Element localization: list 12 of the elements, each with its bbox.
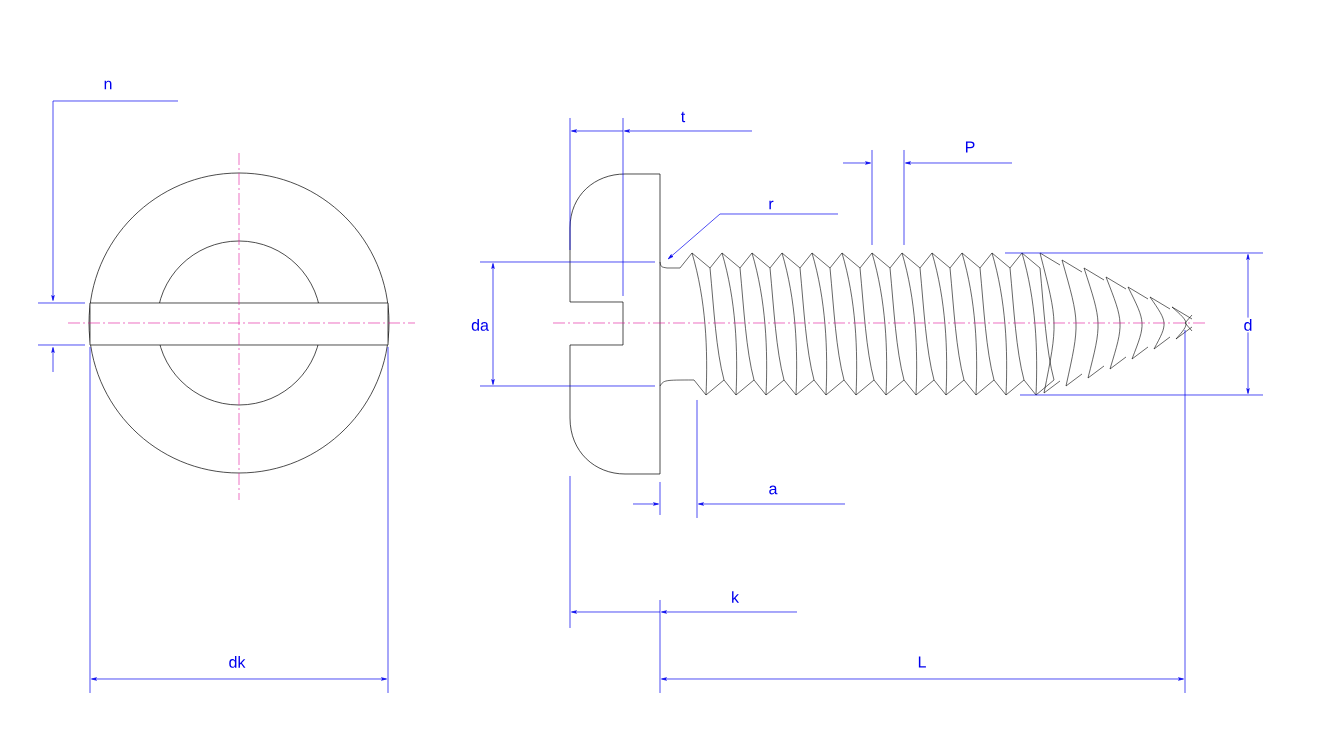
dimension-label: n	[102, 79, 114, 91]
dimension-label: d	[1242, 317, 1254, 333]
dimension-label: L	[916, 655, 928, 669]
leader-line	[667, 213, 839, 260]
dimension-label: da	[469, 317, 491, 333]
dimension-label: P	[963, 140, 977, 154]
dimension-label: a	[767, 484, 779, 496]
dimension-label: k	[729, 589, 741, 605]
fillet-drawing	[659, 261, 668, 269]
dimension-label: dk	[227, 654, 247, 670]
dimension-label: t	[679, 110, 687, 124]
dimension-label: r	[769, 200, 774, 210]
